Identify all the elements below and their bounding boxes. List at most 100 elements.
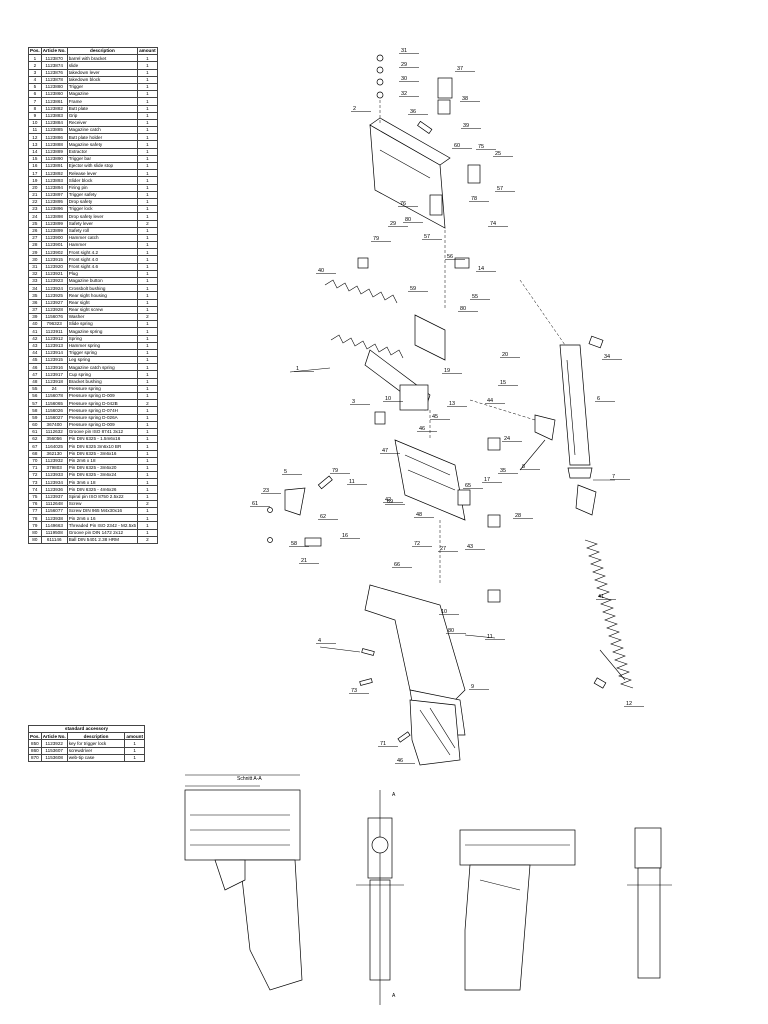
callout-label: 35 bbox=[500, 468, 506, 474]
cell-description: Cup spring bbox=[66, 370, 139, 379]
cell-amount: 1 bbox=[137, 291, 158, 300]
callout-label: 37 bbox=[457, 66, 463, 72]
cell-amount: 2 bbox=[137, 535, 158, 544]
cell-description: Pin 2m6 x 18 bbox=[66, 456, 139, 465]
magazine-part bbox=[559, 344, 593, 479]
callout-label: 45 bbox=[432, 414, 438, 420]
callout-label: 78 bbox=[471, 196, 477, 202]
callout-label: 32 bbox=[401, 91, 407, 97]
callout-label: 61 bbox=[252, 501, 258, 507]
callout-label: 17 bbox=[484, 477, 490, 483]
slider-block-part bbox=[414, 314, 446, 361]
callout-label: 5 bbox=[284, 469, 287, 475]
cell-amount: 1 bbox=[137, 384, 158, 394]
frame-part bbox=[364, 584, 466, 766]
callout-label: 12 bbox=[626, 701, 632, 707]
callout-label: 48 bbox=[416, 512, 422, 518]
cell-amount: 1 bbox=[137, 370, 158, 379]
callout-label: 56 bbox=[447, 254, 453, 260]
cell-description: Magazine catch spring bbox=[66, 363, 139, 372]
cell-description: Pin DIN 6325 - 4m6x26 bbox=[66, 485, 139, 494]
callout-label: 47 bbox=[382, 448, 388, 454]
section-view-a bbox=[184, 774, 303, 991]
accessory-table: standard accessory Pos. Article No. desc… bbox=[28, 724, 145, 762]
cell-amount: 1 bbox=[137, 255, 158, 264]
cell-amount: 1 bbox=[137, 427, 158, 437]
callout-label: 29 bbox=[401, 62, 407, 68]
cell-amount: 2 bbox=[137, 399, 158, 408]
cell-description: Ball DIN 5401 2.38 HRM bbox=[66, 535, 139, 544]
callout-label: 75 bbox=[478, 144, 484, 150]
cell-amount: 1 bbox=[137, 391, 158, 401]
cell-description: Pin DIN 6325 - 1.5m6x16 bbox=[66, 435, 139, 444]
callout-label: 24 bbox=[504, 436, 510, 442]
cell-amount: 1 bbox=[137, 456, 158, 465]
callout-label: 57 bbox=[424, 234, 430, 240]
callout-label: 28 bbox=[515, 513, 521, 519]
cell-amount: 1 bbox=[124, 753, 145, 762]
callout-label: 55 bbox=[472, 294, 478, 300]
cell-amount: 2 bbox=[137, 499, 158, 509]
callout-label: 65 bbox=[465, 483, 471, 489]
cell-amount: 1 bbox=[137, 449, 158, 458]
cell-article: 1153608 bbox=[40, 753, 68, 762]
callout-label: 58 bbox=[291, 541, 297, 547]
section-marker-bottom: A bbox=[392, 993, 396, 999]
slide-spring-part bbox=[324, 279, 404, 359]
callout-label: 23 bbox=[263, 488, 269, 494]
cell-description: Spiral pin ISO 8750 2.5x22 bbox=[66, 492, 139, 501]
cell-description: Pressure spring D-009 bbox=[66, 391, 139, 401]
cell-amount: 1 bbox=[137, 320, 158, 329]
callout-label: 80 bbox=[405, 217, 411, 223]
callout-label: 76 bbox=[400, 201, 406, 207]
callout-label: 46 bbox=[419, 426, 425, 432]
callout-label: 46 bbox=[397, 758, 403, 764]
cell-amount: 1 bbox=[137, 276, 158, 286]
cell-amount: 1 bbox=[137, 305, 158, 314]
misc-parts bbox=[267, 257, 607, 743]
cell-amount: 1 bbox=[137, 54, 158, 63]
callout-label: 34 bbox=[604, 354, 610, 360]
callout-label: 10 bbox=[385, 396, 391, 402]
callout-label: 80 bbox=[460, 306, 466, 312]
leader-lines bbox=[289, 367, 626, 681]
accessory-table-header: Pos. Article No. description amount bbox=[28, 732, 145, 741]
cell-description: Magazine spring bbox=[66, 327, 139, 336]
cell-description: Pressure spring D-026A bbox=[66, 413, 139, 422]
cell-description: Rear sight screw bbox=[66, 305, 139, 314]
cell-description: Washer bbox=[66, 312, 139, 322]
cell-description: Front sight 4.6 bbox=[66, 262, 139, 271]
callout-label: 72 bbox=[414, 541, 420, 547]
section-title: Schnitt A-A bbox=[237, 776, 262, 782]
cell-amount: 1 bbox=[137, 327, 158, 336]
cell-amount: 1 bbox=[137, 341, 158, 350]
callout-label: 19 bbox=[444, 368, 450, 374]
callout-label: 25 bbox=[495, 151, 501, 157]
callout-label: 41 bbox=[598, 594, 604, 600]
header-description: description bbox=[66, 46, 139, 56]
cell-description: Trigger spring bbox=[66, 348, 139, 358]
cell-description: Rear sight bbox=[66, 298, 139, 307]
cell-amount: 1 bbox=[137, 471, 158, 480]
cell-description: Spring bbox=[66, 334, 139, 343]
